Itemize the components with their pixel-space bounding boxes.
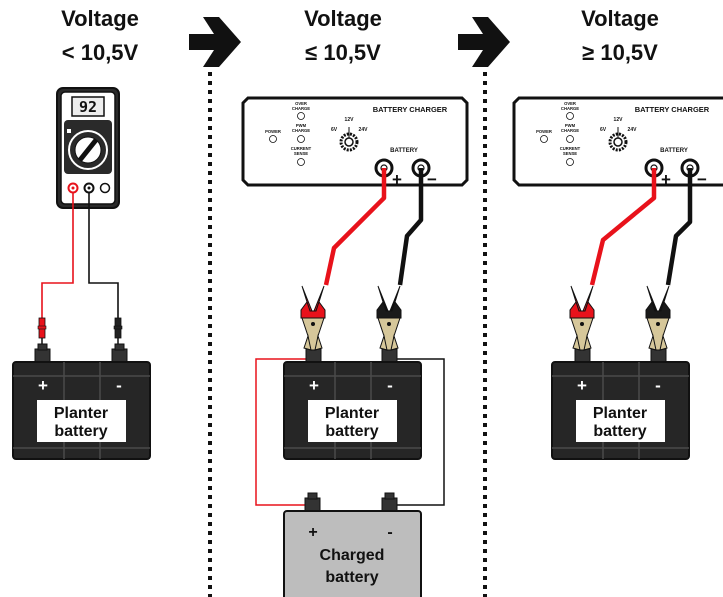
battery-charger-1: BATTERY CHARGER POWER OVER CHARGE PWM CH… [241, 96, 469, 189]
current-sense-label-2: SENSE [294, 151, 308, 156]
pwm-charge-label: PWM [296, 123, 307, 128]
battery-minus-label: - [655, 376, 661, 395]
charger-battery-label: BATTERY [660, 148, 688, 154]
stage-3-title: Voltage [581, 6, 659, 31]
power-indicator-label: POWER [265, 129, 281, 134]
over-charge-label: OVER [295, 101, 307, 106]
red-probe-wire [41, 192, 74, 325]
planter-battery-label-line1: Planter [54, 405, 108, 422]
charged-battery: + - Charged battery [283, 492, 422, 597]
stage-2-condition: ≤ 10,5V [305, 40, 381, 65]
power-indicator-label: POWER [536, 129, 552, 134]
charger-plus-label: + [661, 170, 671, 189]
planter-battery-label-line1: Planter [325, 405, 379, 422]
charger-battery-label: BATTERY [390, 148, 418, 154]
multimeter-display [71, 96, 105, 117]
stage-1-header: Voltage < 10,5V [61, 6, 139, 65]
voltage-option-6v: 6V [331, 127, 338, 133]
over-charge-led [297, 112, 305, 120]
battery-plus-label: + [309, 376, 319, 395]
over-charge-label-2: CHARGE [292, 106, 310, 111]
multimeter: 92 [56, 87, 120, 209]
charger-minus-label: − [697, 170, 707, 189]
planter-battery-label-line2: battery [593, 423, 646, 440]
pwm-charge-label-2: CHARGE [561, 128, 579, 133]
black-alligator-clip [376, 285, 402, 351]
battery-plus-label: + [38, 376, 48, 395]
current-sense-led [566, 158, 574, 166]
battery-minus-label: - [116, 376, 122, 395]
planter-battery-3: + - Planter battery [551, 348, 690, 460]
charged-battery-plus-label: + [308, 524, 317, 541]
stage-1-title: Voltage [61, 6, 139, 31]
over-charge-led [566, 112, 574, 120]
power-led [269, 135, 277, 143]
stage-3-header: Voltage ≥ 10,5V [581, 6, 659, 65]
black-charger-cable [665, 168, 693, 286]
charged-battery-label-line1: Charged [320, 547, 385, 564]
battery-plus-label: + [577, 376, 587, 395]
battery-charger-2: BATTERY CHARGER POWER OVER CHARGE PWM CH… [512, 96, 723, 189]
charged-battery-label-line2: battery [325, 569, 378, 586]
multimeter-reading: 92 [79, 98, 97, 116]
pwm-charge-led [566, 135, 574, 143]
pwm-charge-label-2: CHARGE [292, 128, 310, 133]
charger-plus-label: + [392, 170, 402, 189]
black-charger-cable [397, 168, 424, 286]
pwm-charge-led [297, 135, 305, 143]
charger-title: BATTERY CHARGER [635, 105, 710, 114]
current-sense-led [297, 158, 305, 166]
stage-3-condition: ≥ 10,5V [582, 40, 658, 65]
red-jumper-wire [255, 358, 313, 506]
red-charger-cable [589, 168, 657, 286]
planter-battery-2: + - Planter battery [283, 348, 422, 460]
charger-minus-label: − [427, 170, 437, 189]
charged-battery-minus-label: - [387, 524, 392, 541]
current-sense-label: CURRENT [291, 146, 312, 151]
voltage-option-24v: 24V [628, 127, 638, 133]
planter-battery-label-line2: battery [54, 423, 107, 440]
red-alligator-clip [300, 285, 326, 351]
stage-2-header: Voltage ≤ 10,5V [304, 6, 382, 65]
black-alligator-clip [645, 285, 671, 351]
over-charge-label: OVER [564, 101, 576, 106]
current-sense-label: CURRENT [560, 146, 581, 151]
voltage-option-24v: 24V [359, 127, 369, 133]
battery-minus-label: - [387, 376, 393, 395]
voltage-option-6v: 6V [600, 127, 607, 133]
right-arrow-icon [458, 17, 510, 67]
planter-battery-1: + - Planter battery [12, 343, 151, 460]
planter-battery-label-line2: battery [325, 423, 378, 440]
black-jumper-wire [389, 358, 445, 506]
voltage-option-12v: 12V [345, 117, 355, 123]
black-probe-wire [88, 192, 119, 325]
power-led [540, 135, 548, 143]
red-charger-cable [323, 168, 387, 286]
charger-title: BATTERY CHARGER [373, 105, 448, 114]
pwm-charge-label: PWM [565, 123, 576, 128]
planter-battery-label-line1: Planter [593, 405, 647, 422]
stage-1-condition: < 10,5V [62, 40, 139, 65]
voltage-option-12v: 12V [614, 117, 624, 123]
current-sense-label-2: SENSE [563, 151, 577, 156]
right-arrow-icon [189, 17, 241, 67]
over-charge-label-2: CHARGE [561, 106, 579, 111]
stage-2-title: Voltage [304, 6, 382, 31]
red-alligator-clip [569, 285, 595, 351]
